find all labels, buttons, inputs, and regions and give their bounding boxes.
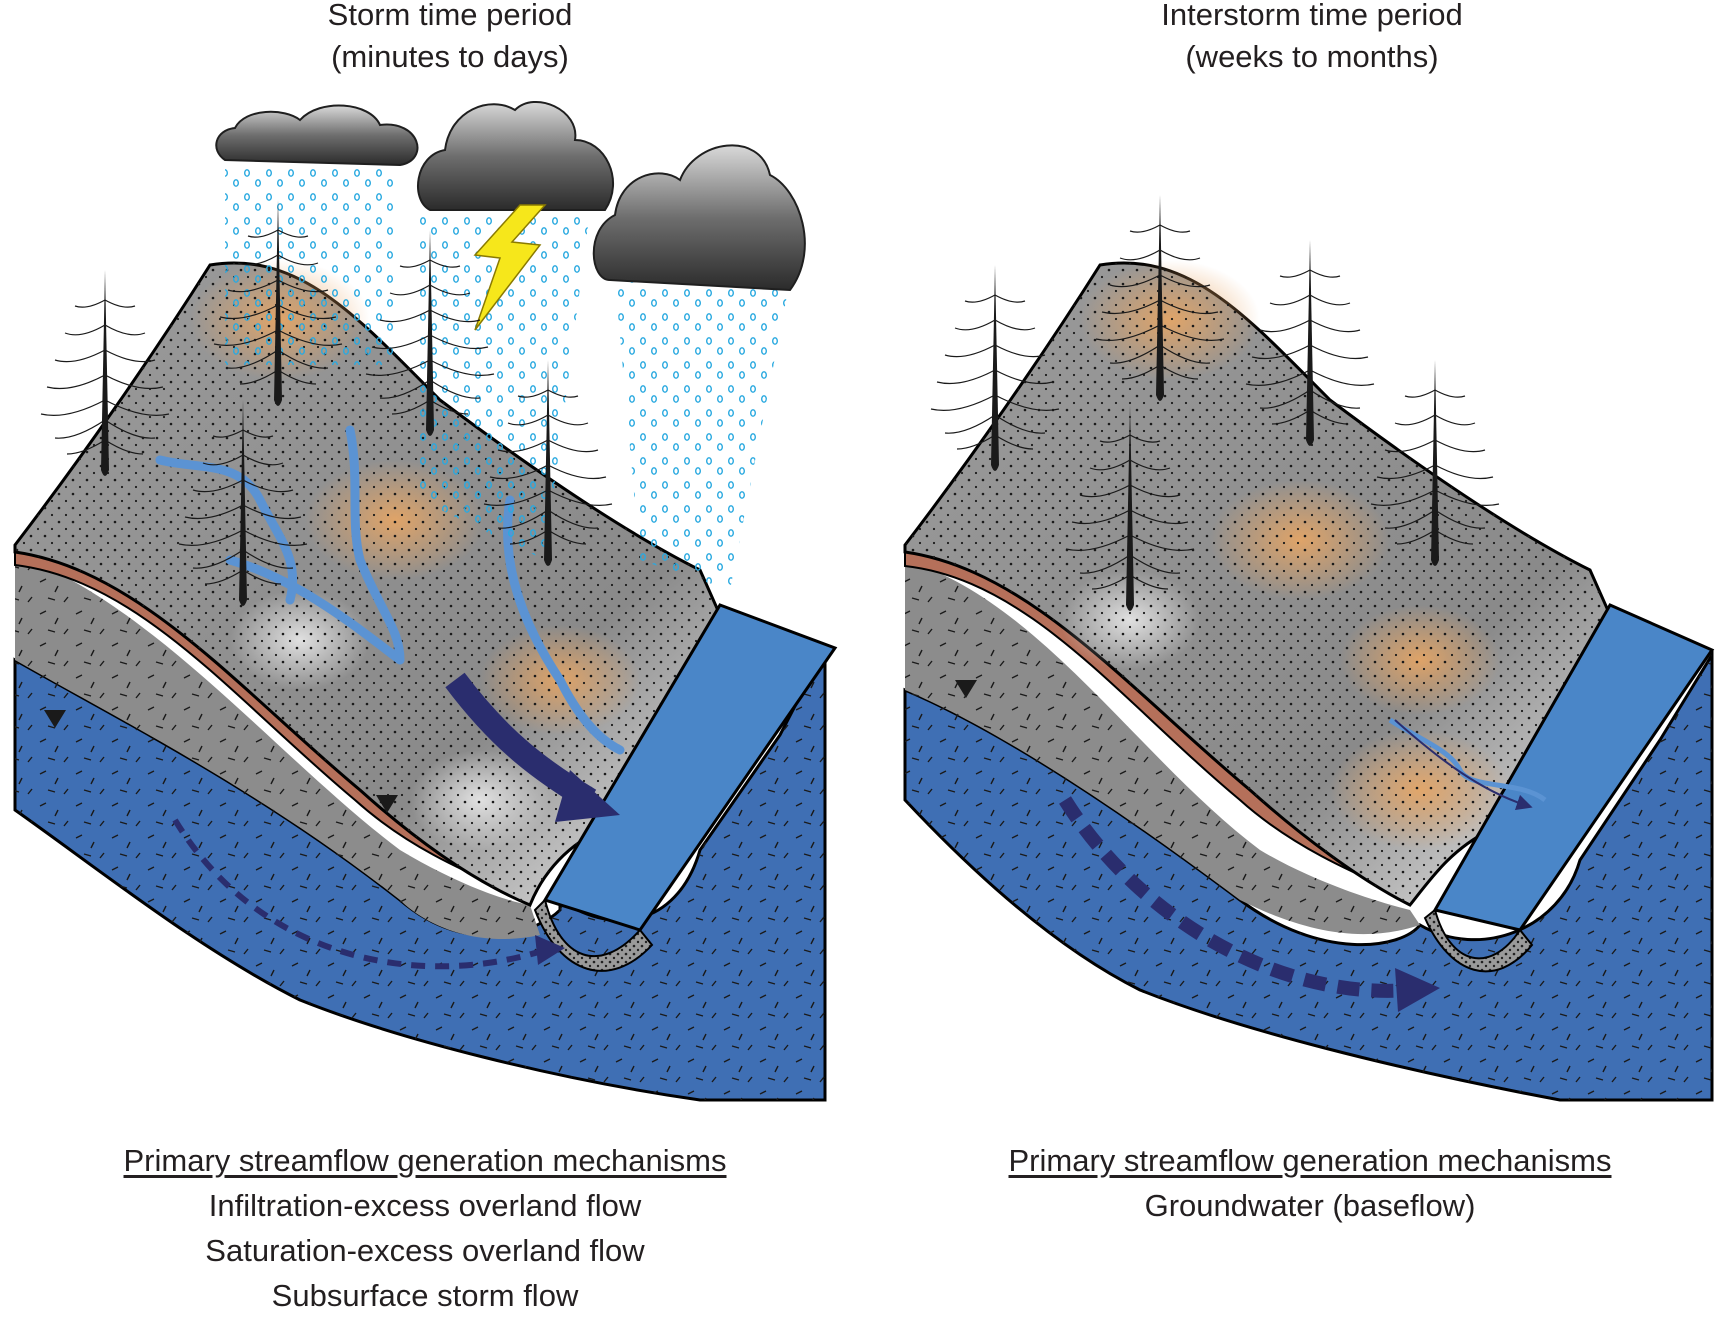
water-table-icon: [44, 710, 66, 728]
left-block: [13, 260, 838, 1102]
right-mechanisms-heading: Primary streamflow generation mechanisms: [1008, 1143, 1612, 1178]
left-mechanisms-heading: Primary streamflow generation mechanisms: [123, 1143, 727, 1178]
right-mechanism-item: Groundwater (baseflow): [1144, 1188, 1476, 1223]
cloud-icon: [417, 100, 615, 211]
right-title-line1: Interstorm time period: [1161, 0, 1463, 32]
left-panel-title: Storm time period (minutes to days): [100, 0, 800, 78]
left-title-line2: (minutes to days): [331, 39, 569, 74]
cloud-icon: [215, 104, 419, 167]
left-mechanism-item: Subsurface storm flow: [271, 1278, 579, 1313]
lightning-icon: [473, 204, 547, 331]
left-mechanism-item: Saturation-excess overland flow: [205, 1233, 645, 1268]
hillslope-diagram: [13, 100, 1715, 1102]
water-table-icon: [955, 680, 977, 698]
left-title-line1: Storm time period: [327, 0, 573, 32]
right-mechanisms: Primary streamflow generation mechanisms…: [910, 1138, 1710, 1228]
water-table-icon: [376, 795, 398, 813]
right-panel-title: Interstorm time period (weeks to months): [962, 0, 1662, 78]
right-block: [903, 260, 1715, 1102]
right-title-line2: (weeks to months): [1185, 39, 1439, 74]
rain-icon: [615, 280, 790, 590]
left-mechanisms: Primary streamflow generation mechanisms…: [25, 1138, 825, 1318]
cloud-icon: [592, 144, 806, 292]
left-mechanism-item: Infiltration-excess overland flow: [208, 1188, 642, 1223]
